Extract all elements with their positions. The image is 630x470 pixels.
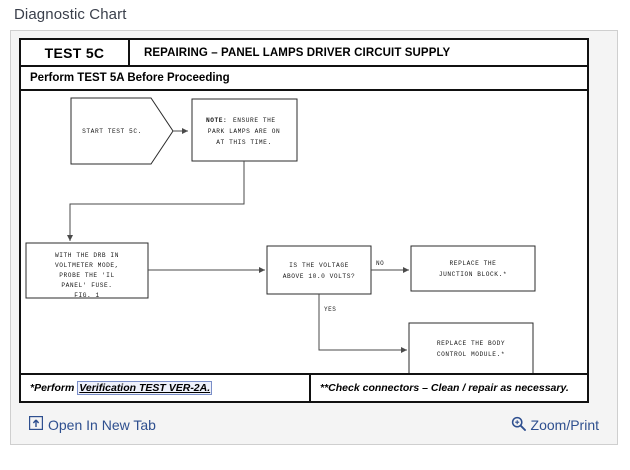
zoom-print-label: Zoom/Print: [530, 417, 599, 433]
chart-footnote-left: *Perform Verification TEST VER-2A.: [21, 375, 311, 401]
edge-label-no: NO: [376, 260, 384, 267]
node-note-line-1: PARK LAMPS ARE ON: [208, 128, 280, 135]
node-note: NOTE: ENSURE THE PARK LAMPS ARE ON AT TH…: [191, 98, 298, 162]
diagram-viewer-panel: TEST 5C REPAIRING – PANEL LAMPS DRIVER C…: [10, 30, 618, 445]
zoom-in-magnifier-icon: [511, 416, 526, 434]
node-probe-line-4: FIG. 1: [74, 292, 100, 299]
chart-subheader-text: Perform TEST 5A Before Proceeding: [30, 72, 230, 84]
chart-title: REPAIRING – PANEL LAMPS DRIVER CIRCUIT S…: [144, 46, 451, 59]
node-probe: WITH THE DRB IN VOLTMETER MODE, PROBE TH…: [25, 242, 149, 299]
node-probe-line-0: WITH THE DRB IN: [55, 252, 119, 259]
edge-note-to-probe: [67, 161, 245, 241]
node-probe-line-1: VOLTMETER MODE,: [55, 262, 119, 269]
node-junction: REPLACE THE JUNCTION BLOCK.*: [410, 245, 536, 292]
edge-label-yes: YES: [324, 306, 336, 313]
footnote-left-text: *Perform Verification TEST VER-2A.: [30, 381, 213, 395]
footnote-right-text: **Check connectors – Clean / repair as n…: [320, 382, 569, 394]
page-title: Diagnostic Chart: [14, 6, 127, 23]
node-decision-line-1: ABOVE 10.0 VOLTS?: [283, 273, 355, 280]
chart-subheader-row: Perform TEST 5A Before Proceeding: [21, 67, 587, 91]
node-start: START TEST 5C.: [70, 97, 174, 165]
diagnostic-chart-sheet: TEST 5C REPAIRING – PANEL LAMPS DRIVER C…: [19, 38, 589, 403]
node-bcm: REPLACE THE BODY CONTROL MODULE.*: [408, 322, 534, 374]
footnote-left-prefix: *Perform: [30, 382, 78, 394]
node-start-line-0: START TEST 5C.: [82, 128, 142, 135]
open-in-new-tab-icon: [28, 415, 44, 433]
chart-footer-row: *Perform Verification TEST VER-2A. **Che…: [21, 373, 587, 401]
open-in-new-tab-label: Open In New Tab: [48, 416, 156, 433]
node-junction-line-1: JUNCTION BLOCK.*: [439, 271, 507, 278]
node-bcm-line-1: CONTROL MODULE.*: [437, 351, 505, 358]
chart-footnote-right: **Check connectors – Clean / repair as n…: [311, 375, 587, 401]
test-id-cell: TEST 5C: [21, 40, 130, 65]
node-junction-line-0: REPLACE THE: [450, 260, 497, 267]
node-probe-line-2: PROBE THE 'IL: [59, 272, 114, 279]
edge-decision-to-bcm: [318, 294, 407, 353]
viewer-toolbar: Open In New Tab Zoom/Print: [11, 408, 617, 444]
verification-test-link[interactable]: Verification TEST VER-2A.: [77, 381, 213, 395]
flowchart-canvas: START TEST 5C. NOTE: ENSURE THE PARK LAM…: [21, 91, 587, 374]
node-decision: IS THE VOLTAGE ABOVE 10.0 VOLTS?: [266, 245, 372, 295]
node-note-bold-prefix: NOTE:: [206, 117, 227, 124]
node-decision-line-0: IS THE VOLTAGE: [289, 262, 349, 269]
node-note-line-2: AT THIS TIME.: [216, 139, 271, 146]
zoom-print-button[interactable]: Zoom/Print: [511, 416, 599, 434]
chart-header-row: TEST 5C REPAIRING – PANEL LAMPS DRIVER C…: [21, 40, 587, 67]
node-probe-line-3: PANEL' FUSE.: [61, 282, 112, 289]
open-in-new-tab-button[interactable]: Open In New Tab: [28, 415, 156, 433]
test-id-label: TEST 5C: [44, 44, 105, 61]
node-note-line-0: ENSURE THE: [233, 117, 276, 124]
node-bcm-line-0: REPLACE THE BODY: [437, 340, 505, 347]
